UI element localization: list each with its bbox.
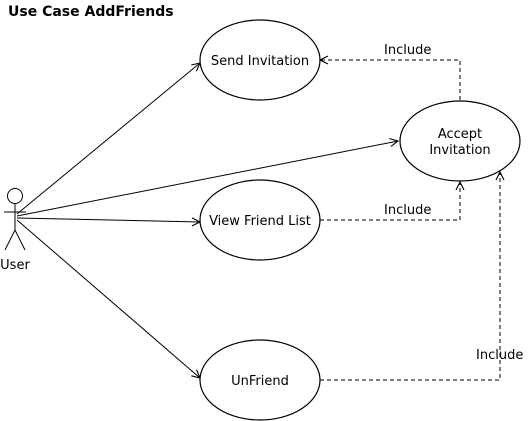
include-label-view: Include [384,203,431,218]
include-edge-unfriend [320,172,500,381]
association-view-friend-list [16,218,200,222]
use-case-view-friend-list[interactable] [199,179,321,261]
diagram-title: Use Case AddFriends [8,4,174,20]
actor-label: User [0,258,30,273]
stick-figure-icon[interactable] [4,188,26,251]
use-case-unfriend-label: UnFriend [231,374,289,389]
use-case-accept-invitation[interactable] [399,100,521,182]
use-case-send-invitation[interactable] [199,19,321,101]
include-edge-send-invitation [320,60,461,100]
association-accept-invitation [16,141,398,217]
use-case-unfriend[interactable] [199,339,321,421]
association-send-invitation [16,63,200,215]
use-case-accept-label-line1: Accept [438,127,482,142]
use-case-send-invitation-label: Send Invitation [211,54,309,69]
include-label-unfriend: Include [476,348,523,363]
include-label-send: Include [384,43,431,58]
include-edge-view-friend-list [320,182,460,221]
association-unfriend [16,219,200,378]
use-case-accept-label-line2: Invitation [429,143,490,158]
use-case-view-friend-list-label: View Friend List [209,214,311,229]
